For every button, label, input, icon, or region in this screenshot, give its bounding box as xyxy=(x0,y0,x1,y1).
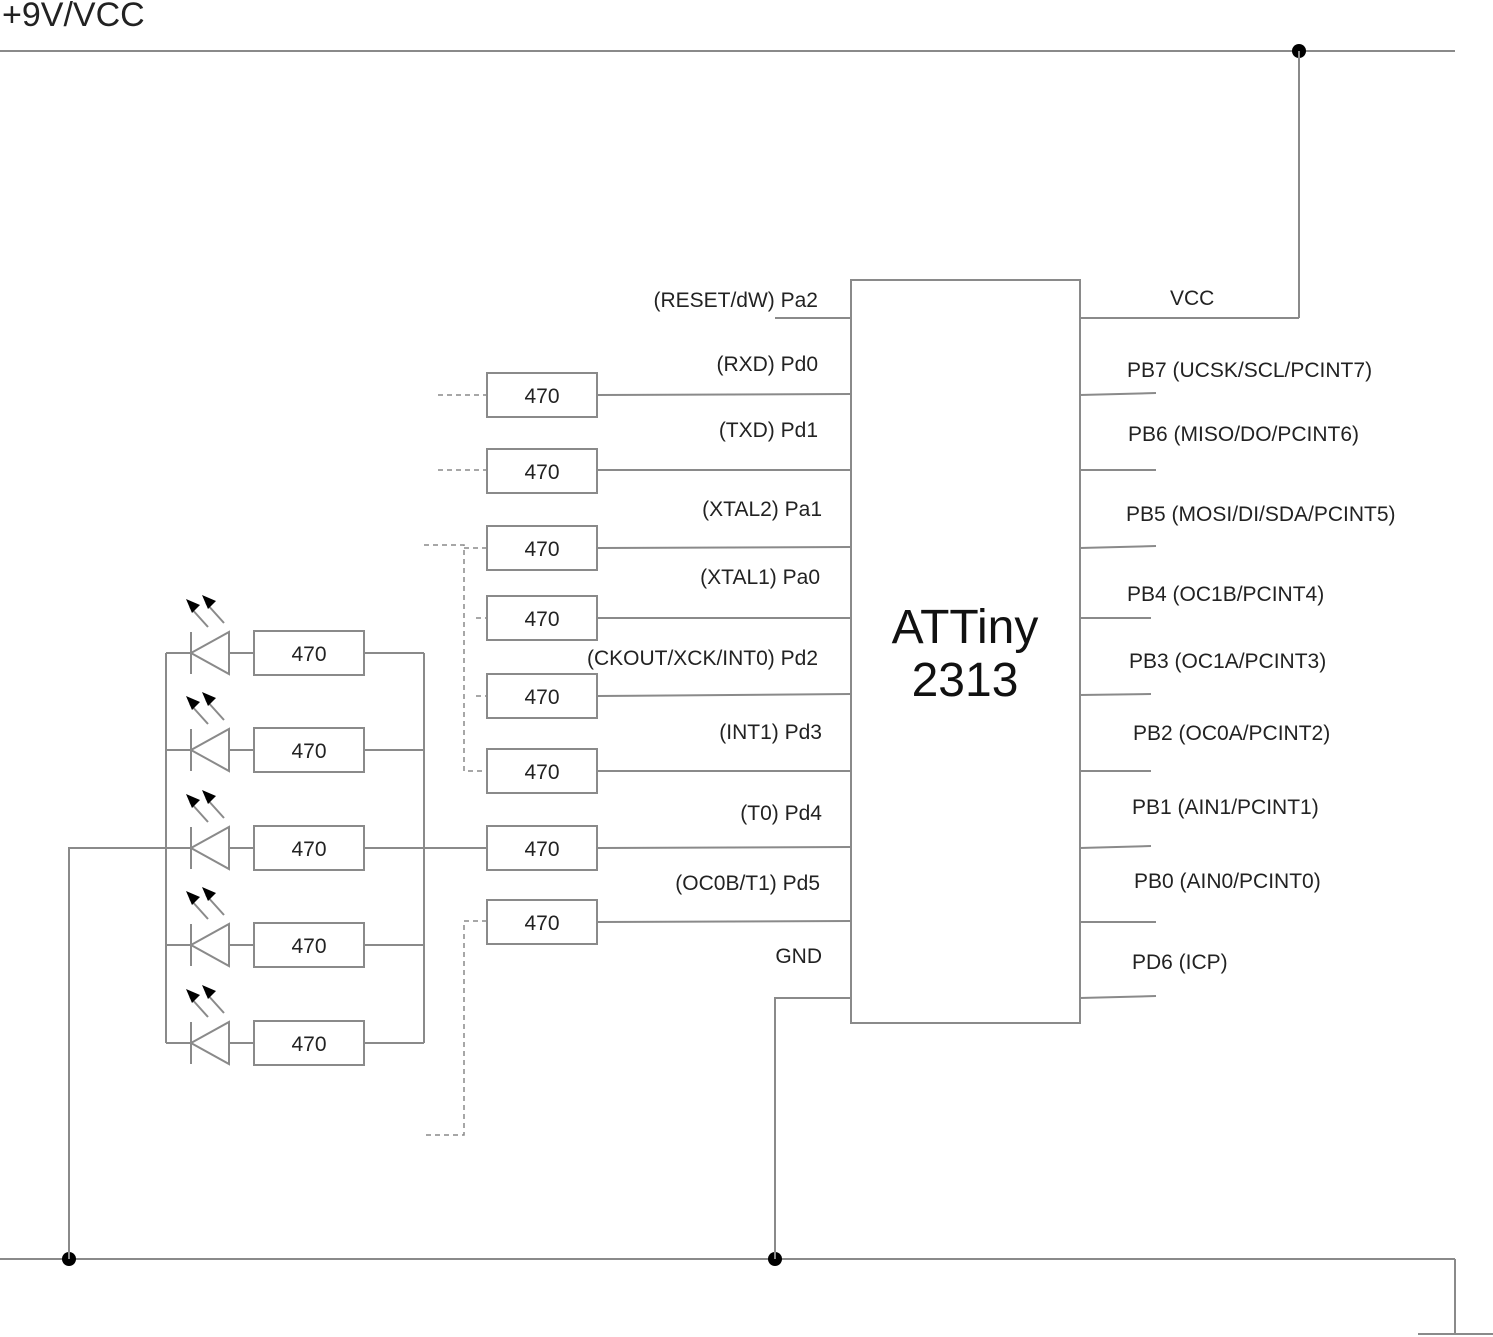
pin-resistor-pd5 xyxy=(486,899,598,945)
pin-label-pb6: PB6 (MISO/DO/PCINT6) xyxy=(1128,423,1359,446)
dashed-bus-lower xyxy=(424,920,487,1136)
pin-wire-pb7 xyxy=(1079,392,1157,396)
led-icon xyxy=(186,985,230,1066)
led-resistor xyxy=(253,825,365,871)
led-resistor xyxy=(253,630,365,676)
led-ground-wire xyxy=(68,847,166,1259)
pin-wire-pd4 xyxy=(596,846,852,849)
led-icon xyxy=(186,692,230,773)
pin-label-pd0: (RXD) Pd0 xyxy=(716,353,818,376)
supply-label: +9V/VCC xyxy=(2,0,145,34)
led-icon xyxy=(186,887,230,968)
pin-resistor-value: 470 xyxy=(524,686,559,709)
pin-label-pd1: (TXD) Pd1 xyxy=(719,419,818,442)
pin-label-pa2: (RESET/dW) Pa2 xyxy=(653,289,818,312)
pin-resistor-value: 470 xyxy=(524,912,559,935)
pin-wire-pd0 xyxy=(596,393,852,396)
pin-label-pb7: PB7 (UCSK/SCL/PCINT7) xyxy=(1127,359,1372,382)
pin-wire-pd2 xyxy=(596,693,852,697)
pin-label-vcc: VCC xyxy=(1170,287,1214,310)
pin-wire-pd6 xyxy=(1079,995,1157,999)
pin-resistor-pd0 xyxy=(486,372,598,418)
pin-label-pb1: PB1 (AIN1/PCINT1) xyxy=(1132,796,1319,819)
dashed-bus-upper xyxy=(424,544,487,772)
pin-label-pd6: PD6 (ICP) xyxy=(1132,951,1228,974)
led-resistor-value: 470 xyxy=(291,1033,326,1056)
chip-gnd-wire xyxy=(774,997,851,1259)
pin-label-pb5: PB5 (MOSI/DI/SDA/PCINT5) xyxy=(1126,503,1396,526)
pin-label-pd3: (INT1) Pd3 xyxy=(719,721,822,744)
pin-resistor-value: 470 xyxy=(524,761,559,784)
pin-label-pd2: (CKOUT/XCK/INT0) Pd2 xyxy=(587,647,818,670)
pin-resistor-value: 470 xyxy=(524,838,559,861)
pin-label-pa1: (XTAL2) Pa1 xyxy=(702,498,822,521)
pin-wire-pa1 xyxy=(596,546,852,549)
pin-resistor-value: 470 xyxy=(524,385,559,408)
led-icon xyxy=(186,595,230,676)
chip-name-line2: 2313 xyxy=(912,654,1019,707)
led-resistor-value: 470 xyxy=(291,935,326,958)
pin-label-pd4: (T0) Pd4 xyxy=(740,802,822,825)
pin-label-pb2: PB2 (OC0A/PCINT2) xyxy=(1133,722,1330,745)
pin-resistor-pd2 xyxy=(486,673,598,719)
pin-label-gnd: GND xyxy=(775,945,822,968)
pin-wire-pb3 xyxy=(1079,693,1152,696)
chip-name-line1: ATTiny xyxy=(892,601,1039,654)
pin-resistor-pd4 xyxy=(486,825,598,871)
pin-label-pd5: (OC0B/T1) Pd5 xyxy=(675,872,820,895)
pin-wire-pb1 xyxy=(1079,845,1152,849)
pin-resistor-value: 470 xyxy=(524,538,559,561)
pin-label-pb0: PB0 (AIN0/PCINT0) xyxy=(1134,870,1321,893)
pin-resistor-pd3 xyxy=(486,748,598,794)
pin-label-pb3: PB3 (OC1A/PCINT3) xyxy=(1129,650,1326,673)
pin-resistor-value: 470 xyxy=(524,461,559,484)
pin-wire-pd5 xyxy=(596,920,852,923)
pin-label-pa0: (XTAL1) Pa0 xyxy=(700,566,820,589)
led-resistor xyxy=(253,727,365,773)
attiny-chip-body xyxy=(850,279,1081,1024)
led-resistor-value: 470 xyxy=(291,838,326,861)
led-resistor xyxy=(253,1020,365,1066)
pin-label-pb4: PB4 (OC1B/PCINT4) xyxy=(1127,583,1324,606)
pin-resistor-pd1 xyxy=(486,448,598,494)
pin-resistor-value: 470 xyxy=(524,608,559,631)
pin-resistor-pa0 xyxy=(486,595,598,641)
led-resistor-value: 470 xyxy=(291,643,326,666)
led-resistor-value: 470 xyxy=(291,740,326,763)
pin-resistor-pa1 xyxy=(486,525,598,571)
led-resistor xyxy=(253,922,365,968)
led-icon xyxy=(186,790,230,871)
pin-wire-pb5 xyxy=(1079,545,1157,549)
